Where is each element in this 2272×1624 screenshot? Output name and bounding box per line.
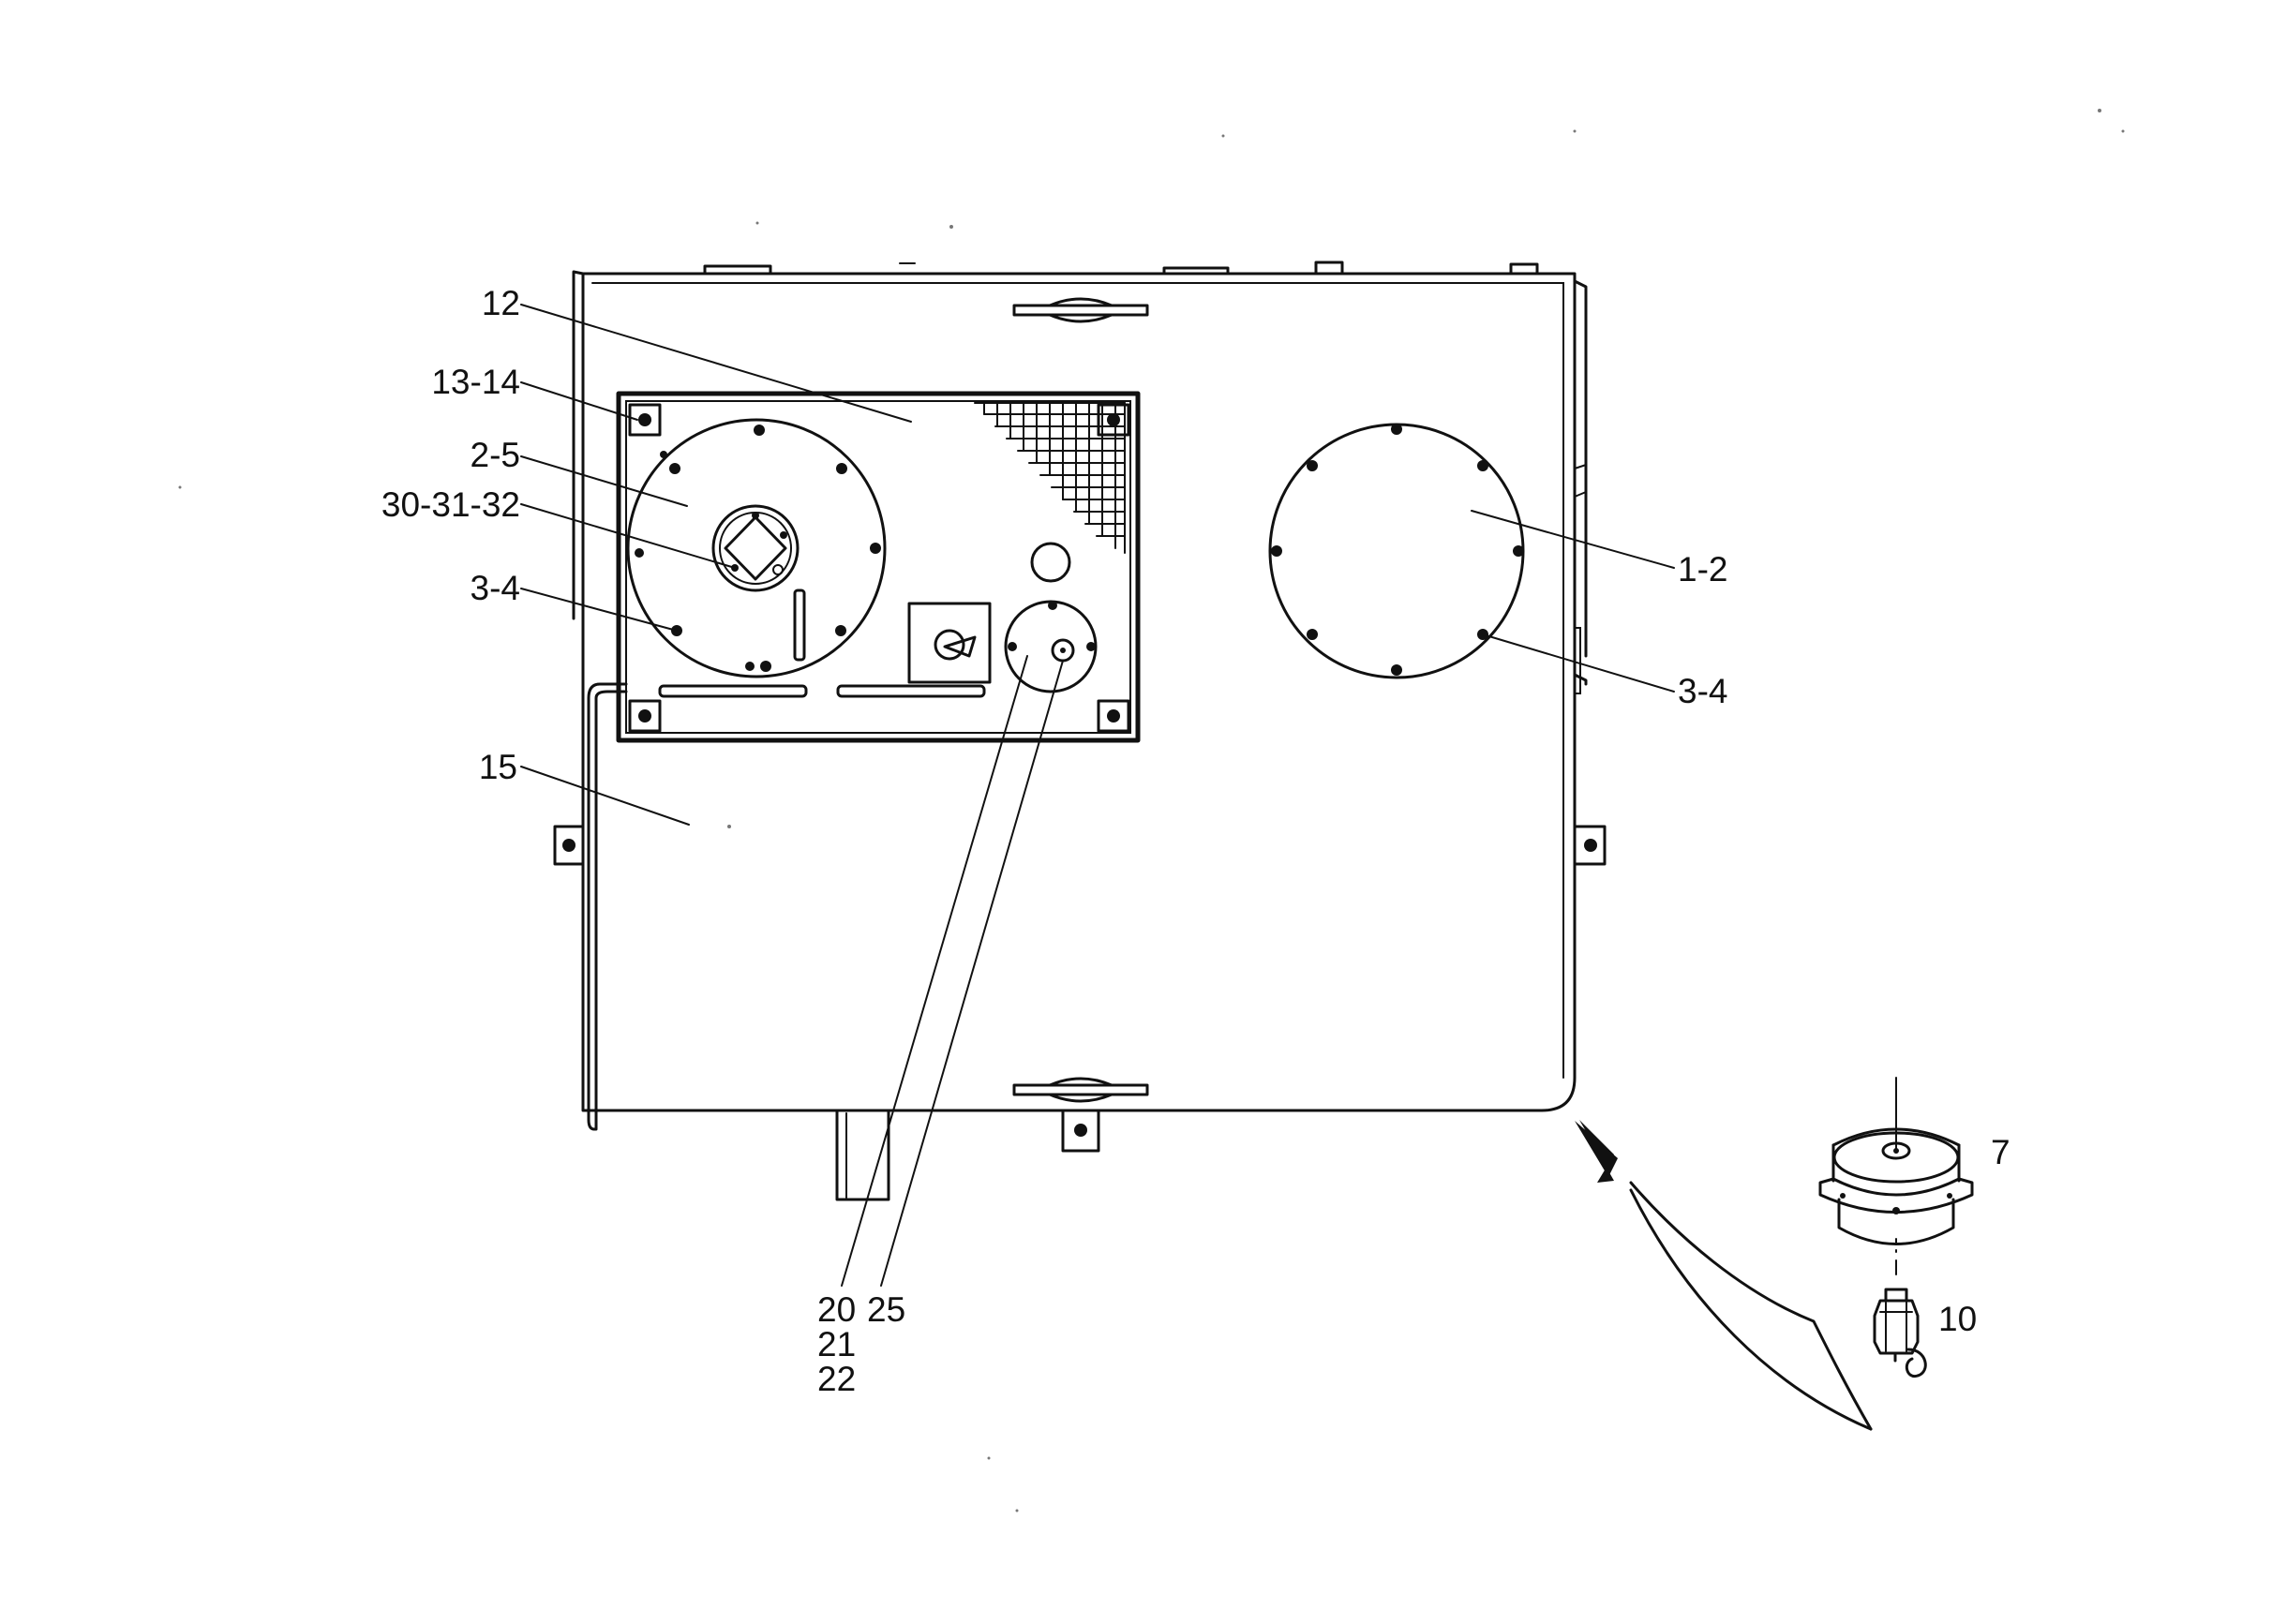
- callout-labels: 12 13-14 2-5 30-31-32 3-4 15 1-2 3-4 20 …: [381, 284, 2010, 1398]
- callout-30-31-32: 30-31-32: [381, 485, 520, 524]
- mesh-hatch: [974, 402, 1126, 554]
- top-plate: [616, 391, 1141, 743]
- callout-12: 12: [482, 284, 520, 322]
- callout-3-4-left: 3-4: [471, 569, 520, 607]
- callout-22: 22: [817, 1360, 856, 1398]
- part-7-cap: [1818, 1077, 1974, 1275]
- scan-specks: [178, 109, 2125, 1512]
- callout-3-4-right: 3-4: [1678, 672, 1727, 710]
- callout-10: 10: [1938, 1300, 1977, 1338]
- callout-15: 15: [479, 748, 517, 786]
- callout-20: 20: [817, 1290, 856, 1329]
- callout-25: 25: [867, 1290, 905, 1329]
- right-flange: [1268, 423, 1525, 679]
- callout-21: 21: [817, 1325, 856, 1363]
- left-flange: [626, 418, 887, 678]
- leader-lines: [520, 304, 1675, 1287]
- callout-7: 7: [1991, 1133, 2010, 1171]
- detail-arrow: [1575, 1120, 1873, 1431]
- filler-flange: [1004, 600, 1098, 693]
- callout-2-5: 2-5: [471, 436, 520, 474]
- part-10-valve: [1873, 1288, 1927, 1378]
- tank-body: [553, 261, 1607, 1201]
- callout-1-2: 1-2: [1678, 550, 1727, 589]
- callout-13-14: 13-14: [431, 363, 520, 401]
